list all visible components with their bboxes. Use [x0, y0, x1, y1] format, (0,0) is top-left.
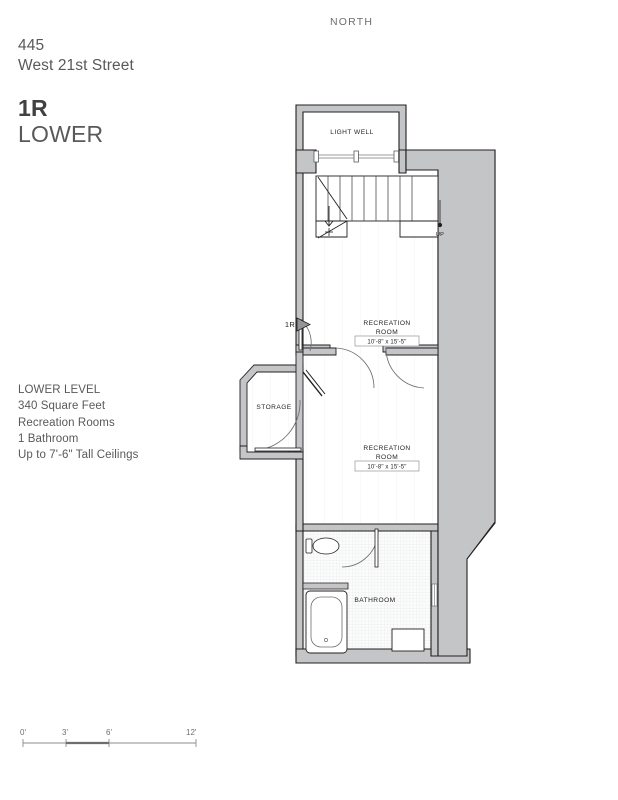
light-well-window — [313, 150, 399, 163]
lower-recreation-floor — [295, 351, 438, 526]
room-label-recreation-upper-line1: RECREATION — [363, 320, 410, 327]
room-label-bathroom: BATHROOM — [354, 597, 395, 604]
bathtub-icon — [305, 590, 348, 654]
stair-break-line — [317, 176, 348, 220]
mid-partition-right — [385, 347, 439, 356]
entrance-marker-label: 1R — [285, 320, 295, 329]
west-wall-lower — [288, 449, 304, 532]
detail-line-ceilings: Up to 7'-6" Tall Ceilings — [18, 449, 139, 462]
light-well-sill-block-west — [295, 149, 317, 174]
stair-up-label: UP — [436, 232, 444, 238]
room-label-recreation-upper-line2: ROOM — [376, 329, 398, 336]
north-label: NORTH — [330, 16, 374, 28]
room-dim-recreation-lower: 10'-8" x 15'-5" — [367, 465, 406, 471]
tub-partition-wall — [302, 582, 349, 590]
scale-tick-6: 6' — [106, 728, 112, 737]
room-dim-box-recreation-upper: 10'-8" x 15'-5" — [354, 335, 420, 347]
room-dim-box-recreation-lower: 10'-8" x 15'-5" — [354, 460, 420, 472]
unit-id: 1R — [18, 95, 48, 121]
entrance-marker: 1R — [285, 317, 311, 332]
east-exterior-wall — [405, 149, 496, 657]
address-street: West 21st Street — [18, 57, 134, 75]
detail-line-bathrooms: 1 Bathroom — [18, 432, 79, 445]
scale-tick-12: 12' — [186, 728, 197, 737]
unit-details-block: LOWER LEVEL 340 Square Feet Recreation R… — [18, 382, 138, 464]
stair-up-dot — [437, 222, 443, 228]
entrance-arrow-icon — [296, 317, 311, 332]
room-labels: LIGHT WELL RECREATION ROOM 10'-8" x 15'-… — [256, 129, 420, 604]
unit-level: LOWER — [18, 120, 104, 147]
stair-run-outline — [315, 175, 439, 222]
bathroom-door-leaf — [374, 528, 379, 568]
window-mullion-mid — [353, 150, 359, 163]
detail-line-rooms: Recreation Rooms — [18, 416, 115, 429]
unit-block: 1R LOWER — [18, 95, 104, 148]
address-block: 445 West 21st Street — [18, 36, 134, 77]
rec-door-arc-left — [335, 347, 375, 389]
scale-tick-3: 3' — [62, 728, 68, 737]
window-mullion-left — [313, 150, 319, 163]
vanity-icon — [391, 628, 425, 652]
stair-landing-left — [315, 220, 348, 238]
door-leaves — [254, 319, 379, 568]
stair-landing-right — [399, 220, 439, 238]
light-well-floor — [303, 110, 399, 150]
toilet-icon — [305, 537, 340, 555]
room-label-recreation-lower-line1: RECREATION — [363, 445, 410, 452]
staircase: UP — [315, 175, 444, 239]
light-well-sill-block-east — [398, 149, 407, 174]
detail-line-level: LOWER LEVEL — [18, 384, 101, 396]
mid-partition-group — [302, 347, 439, 356]
window-mullion-right — [393, 150, 399, 163]
scale-tick-0: 0' — [20, 728, 26, 737]
stair-treads — [327, 176, 413, 221]
storage-door-leaf — [254, 447, 302, 452]
storage-floor — [245, 368, 303, 450]
scale-bar: 0' 3' 6' 12' — [18, 726, 208, 758]
rec-door-arc-right — [385, 347, 425, 389]
storage-corner-door-leaf — [302, 371, 323, 397]
bathroom-window — [431, 583, 438, 607]
room-label-light-well: LIGHT WELL — [330, 129, 374, 136]
stair-down-arrow — [324, 206, 334, 227]
storage-corner-door-leaf-2 — [305, 369, 326, 395]
address-number: 445 — [18, 37, 45, 54]
stair-break-line-2 — [317, 220, 348, 239]
room-label-recreation-lower-line2: ROOM — [376, 454, 398, 461]
storage-wall-east — [295, 350, 304, 453]
room-dim-recreation-upper: 10'-8" x 15'-5" — [367, 340, 406, 346]
mid-partition-left — [302, 347, 337, 356]
room-label-storage: STORAGE — [256, 404, 291, 411]
detail-line-area: 340 Square Feet — [18, 400, 106, 413]
bathroom-fixtures — [302, 537, 438, 654]
